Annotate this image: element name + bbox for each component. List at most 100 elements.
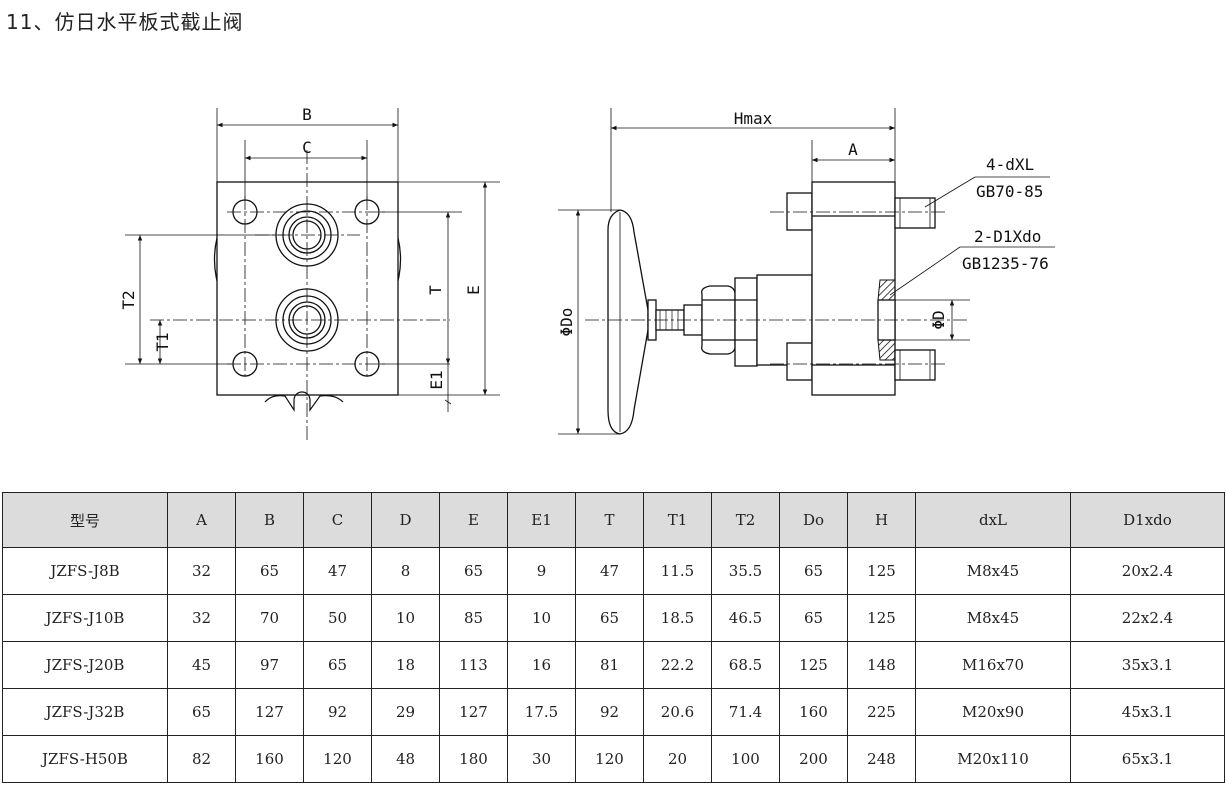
table-cell: 65 — [779, 594, 848, 642]
table-cell: 11.5 — [643, 547, 712, 595]
header-E1: E1 — [507, 492, 576, 548]
header-T: T — [575, 492, 644, 548]
table-cell: 65 — [167, 688, 236, 736]
table-cell: 29 — [371, 688, 440, 736]
table-cell: 92 — [575, 688, 644, 736]
label-E1: E1 — [427, 370, 446, 389]
model-cell: JZFS-J10B — [2, 594, 168, 642]
table-cell: M8x45 — [915, 594, 1071, 642]
table-cell: 100 — [711, 735, 780, 783]
table-cell: 200 — [779, 735, 848, 783]
table-cell: 65 — [575, 594, 644, 642]
table-cell: 70 — [235, 594, 304, 642]
label-Hmax: Hmax — [734, 109, 773, 128]
side-view-labels: Hmax A ΦDo ΦD 4-dXL GB70-85 2-D1Xdo GB12… — [557, 109, 1049, 336]
table-cell: 8 — [371, 547, 440, 595]
table-cell: 18.5 — [643, 594, 712, 642]
front-view-labels: B C T2 T1 T E E1 — [119, 105, 483, 390]
table-cell: 9 — [507, 547, 576, 595]
table-cell: 180 — [439, 735, 508, 783]
header-T2: T2 — [711, 492, 780, 548]
valve-technical-drawing: B C T2 T1 T E E1 — [119, 105, 1055, 440]
table-cell: 65 — [303, 641, 372, 689]
table-cell: 160 — [235, 735, 304, 783]
table-cell: 248 — [847, 735, 916, 783]
table-header-row: 型号 A B C D E E1 T T1 T2 Do H dxL D1xdo — [2, 492, 1225, 548]
handwheel-side — [607, 209, 649, 435]
table-cell: 65 — [779, 547, 848, 595]
table-cell: M8x45 — [915, 547, 1071, 595]
table-cell: 120 — [303, 735, 372, 783]
table-cell: 120 — [575, 735, 644, 783]
header-E: E — [439, 492, 508, 548]
bolt-head — [786, 342, 813, 381]
table-cell: 22x2.4 — [1070, 594, 1225, 642]
table-cell: M20x110 — [915, 735, 1071, 783]
bolt-thread — [894, 349, 936, 381]
table-cell: 30 — [507, 735, 576, 783]
header-dxL: dxL — [915, 492, 1071, 548]
label-B: B — [302, 105, 312, 124]
label-C: C — [302, 138, 312, 157]
label-bolt-std: GB70-85 — [976, 182, 1043, 201]
label-plug-std: GB1235-76 — [962, 254, 1049, 273]
table-cell: 20 — [643, 735, 712, 783]
bolt-head — [786, 192, 813, 231]
table-cell: 50 — [303, 594, 372, 642]
table-cell: 17.5 — [507, 688, 576, 736]
table-cell: 81 — [575, 641, 644, 689]
table-cell: 125 — [779, 641, 848, 689]
table-cell: 127 — [235, 688, 304, 736]
table-cell: 20.6 — [643, 688, 712, 736]
table-cell: 10 — [371, 594, 440, 642]
bolt-thread — [894, 197, 936, 229]
table-cell: 16 — [507, 641, 576, 689]
label-bolt-spec: 4-dXL — [986, 155, 1034, 174]
table-cell: 148 — [847, 641, 916, 689]
label-A: A — [848, 140, 858, 159]
model-cell: JZFS-H50B — [2, 735, 168, 783]
header-model: 型号 — [2, 492, 168, 548]
table-cell: 47 — [575, 547, 644, 595]
label-T: T — [426, 285, 445, 295]
table-cell: 113 — [439, 641, 508, 689]
header-H: H — [847, 492, 916, 548]
table-cell: M20x90 — [915, 688, 1071, 736]
table-cell: 225 — [847, 688, 916, 736]
table-cell: 45x3.1 — [1070, 688, 1225, 736]
table-cell: 68.5 — [711, 641, 780, 689]
table-cell: 65x3.1 — [1070, 735, 1225, 783]
table-cell: 82 — [167, 735, 236, 783]
header-A: A — [167, 492, 236, 548]
table-cell: 160 — [779, 688, 848, 736]
label-plug-spec: 2-D1Xdo — [974, 227, 1041, 246]
table-cell: 18 — [371, 641, 440, 689]
table-cell: 32 — [167, 594, 236, 642]
model-cell: JZFS-J8B — [2, 547, 168, 595]
table-cell: 125 — [847, 547, 916, 595]
table-cell: 45 — [167, 641, 236, 689]
table-cell: 71.4 — [711, 688, 780, 736]
dimension-table: 型号 A B C D E E1 T T1 T2 Do H dxL D1xdo J… — [2, 492, 1225, 783]
bonnet-nut — [734, 277, 758, 367]
header-D1xdo: D1xdo — [1070, 492, 1225, 548]
page-title: 11、仿日水平板式截止阀 — [6, 10, 244, 34]
label-phiDo: ΦDo — [557, 308, 576, 337]
table-cell: 85 — [439, 594, 508, 642]
label-T2: T2 — [119, 290, 138, 309]
header-C: C — [303, 492, 372, 548]
table-cell: 65 — [235, 547, 304, 595]
table-cell: 97 — [235, 641, 304, 689]
label-T1: T1 — [153, 332, 172, 351]
table-cell: 20x2.4 — [1070, 547, 1225, 595]
table-cell: 48 — [371, 735, 440, 783]
label-E: E — [464, 285, 483, 295]
front-view — [125, 108, 500, 440]
table-cell: 65 — [439, 547, 508, 595]
